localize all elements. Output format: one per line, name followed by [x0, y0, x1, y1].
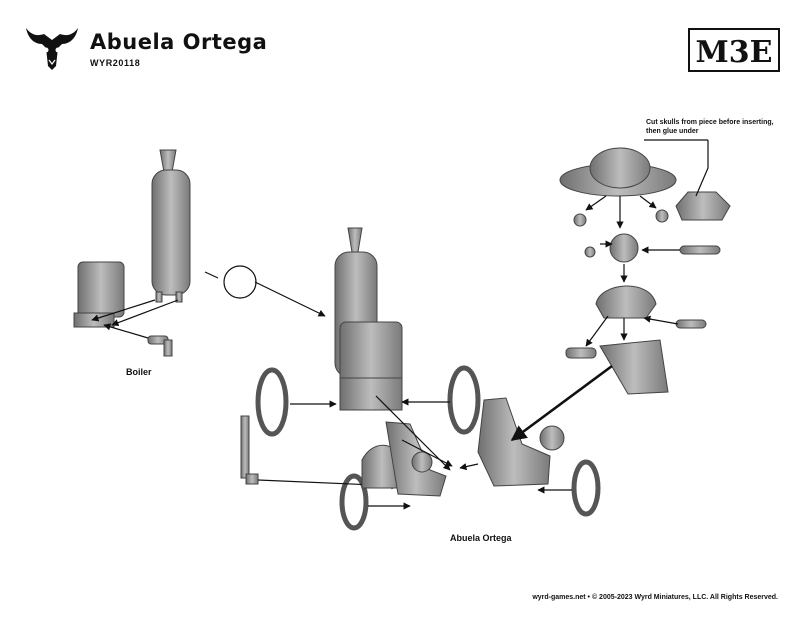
- boiler-tank-part: [151, 149, 191, 303]
- model-label: Abuela Ortega: [450, 533, 512, 543]
- lever-part: [240, 415, 259, 485]
- skull-note: Cut skulls from piece before inserting, …: [646, 119, 774, 135]
- brand-text: M3E: [696, 35, 773, 70]
- page-title: Abuela Ortega: [90, 30, 268, 54]
- skull-strip-part: [675, 191, 731, 221]
- torso-part: [595, 285, 657, 319]
- chassis-part: [361, 397, 565, 497]
- boiler-label: Boiler: [126, 367, 152, 377]
- brand-logo: M3E: [688, 28, 780, 72]
- wheel-part: [255, 365, 601, 531]
- head-part: [573, 209, 669, 263]
- quilted-seat-part: [339, 321, 403, 411]
- tap-part: [147, 335, 173, 357]
- footer-text: wyrd-games.net • © 2005-2023 Wyrd Miniat…: [532, 594, 778, 601]
- sombrero-part: [559, 147, 677, 197]
- arm-parts: [565, 245, 721, 359]
- skirt-part: [599, 339, 669, 395]
- bull-skull-icon: [26, 28, 78, 70]
- product-code: WYR20118: [90, 58, 141, 68]
